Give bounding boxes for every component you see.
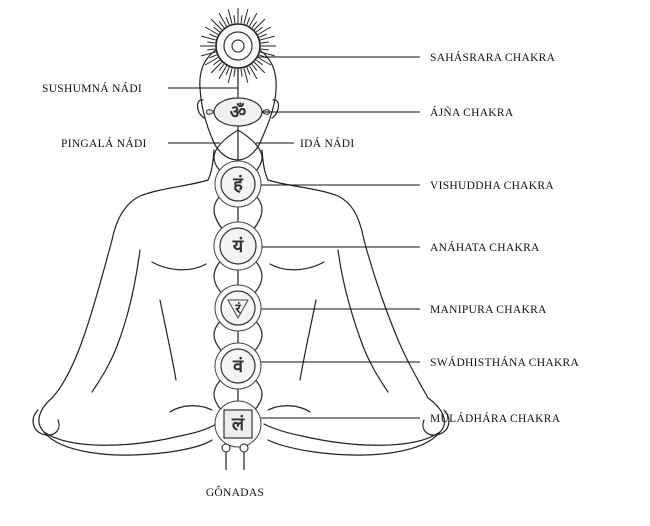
crown-ray [255, 26, 263, 33]
crown-ray [227, 9, 233, 24]
swadhisthana-glyph: वं [232, 356, 244, 377]
label-vishuddha: VISHUDDHA CHAKRA [430, 180, 554, 192]
crown-ray [201, 35, 216, 41]
sahasrara-chakra [200, 8, 276, 84]
leader-lines [168, 56, 420, 419]
label-pingala-nadi: PINGALÁ NÁDI [61, 136, 147, 150]
crown-ray [259, 33, 267, 38]
crown-ray [253, 61, 266, 74]
crown-ray [257, 57, 272, 66]
crown-ray [218, 65, 227, 80]
vishuddha-glyph: हं [232, 174, 244, 195]
crown-ray [207, 41, 216, 44]
crown-ray [218, 21, 225, 29]
crown-ray [240, 68, 243, 77]
label-ida-nadi: IDÁ NÁDI [300, 136, 354, 150]
manipura-glyph: रं [234, 301, 241, 317]
ajna-glyph: ॐ [230, 102, 246, 123]
muladhara-chakra: लं [214, 400, 262, 448]
crown-ray [260, 35, 275, 41]
label-manipura: MANIPURA CHAKRA [430, 304, 547, 316]
crown-ray [218, 12, 227, 27]
label-swadhisthana: SWÁDHISTHÁNA CHAKRA [430, 355, 580, 369]
label-anahata: ANÁHATA CHAKRA [430, 240, 540, 254]
crown-ray [227, 68, 233, 83]
crown-ray [213, 59, 221, 66]
crown-ray [243, 68, 249, 83]
crown-ray [225, 67, 230, 75]
crown-ray [255, 59, 263, 66]
crown-ray [207, 48, 216, 51]
crown-ray [210, 61, 223, 74]
labels: SAHÁSRARA CHAKRA ÁJÑA CHAKRA IDÁ NÁDI VI… [42, 50, 580, 499]
label-sushumna-nadi: SUSHUMNÁ NÁDI [42, 81, 142, 95]
crown-ray [225, 17, 230, 25]
crown-ray [201, 51, 216, 57]
label-gonadas: GÔNADAS [206, 485, 264, 499]
ajna-chakra: ॐ [206, 97, 270, 127]
label-ajna: ÁJÑA CHAKRA [430, 105, 514, 119]
anahata-chakra: यं [213, 221, 263, 271]
crown-ray [218, 63, 225, 71]
vishuddha-chakra: हं [214, 160, 262, 208]
crown-ray [260, 41, 269, 44]
crown-ray [251, 21, 258, 29]
crown-ray [210, 18, 223, 31]
meditating-figure-outline [32, 43, 450, 456]
crown-ray [240, 15, 243, 24]
manipura-chakra: रं [214, 284, 262, 332]
crown-ray [260, 51, 275, 57]
crown-ray [260, 48, 269, 51]
gonadas-marks [221, 443, 249, 470]
anahata-glyph: यं [232, 236, 245, 257]
label-sahasrara: SAHÁSRARA CHAKRA [430, 50, 556, 64]
crown-ray [257, 26, 272, 35]
crown-ray [249, 12, 258, 27]
label-muladhara: MÚLÁDHÁRA CHAKRA [430, 411, 561, 425]
crown-ray [204, 26, 219, 35]
crown-ray [204, 57, 219, 66]
crown-ray [249, 65, 258, 80]
crown-ray [243, 9, 249, 24]
crown-ray [246, 17, 251, 25]
crown-ray [213, 26, 221, 33]
crown-ray [209, 33, 217, 38]
swadhisthana-chakra: वं [214, 342, 262, 390]
crown-ray [209, 54, 217, 59]
crown-ray [246, 67, 251, 75]
crown-ray [253, 18, 266, 31]
crown-ray [233, 15, 236, 24]
crown-ray [251, 63, 258, 71]
sahasrara-rays [200, 8, 276, 84]
muladhara-glyph: लं [231, 414, 245, 435]
crown-ray [233, 68, 236, 77]
